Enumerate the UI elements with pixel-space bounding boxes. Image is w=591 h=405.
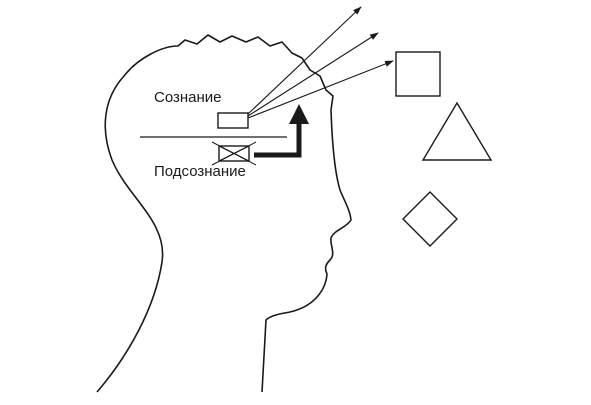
bold-arrow [254, 104, 309, 158]
square-shape [395, 51, 441, 97]
rays [247, 6, 394, 119]
head-silhouette [96, 34, 352, 393]
triangle-shape [421, 101, 493, 161]
conscious-box [217, 112, 249, 129]
crossed-box [211, 141, 257, 166]
conscious-label: Сознание [154, 89, 222, 106]
ray-2 [247, 32, 379, 117]
ray-3 [247, 60, 394, 119]
ray-1 [247, 6, 362, 115]
subconscious-label: Подсознание [154, 163, 246, 180]
diamond-shape [402, 191, 458, 247]
